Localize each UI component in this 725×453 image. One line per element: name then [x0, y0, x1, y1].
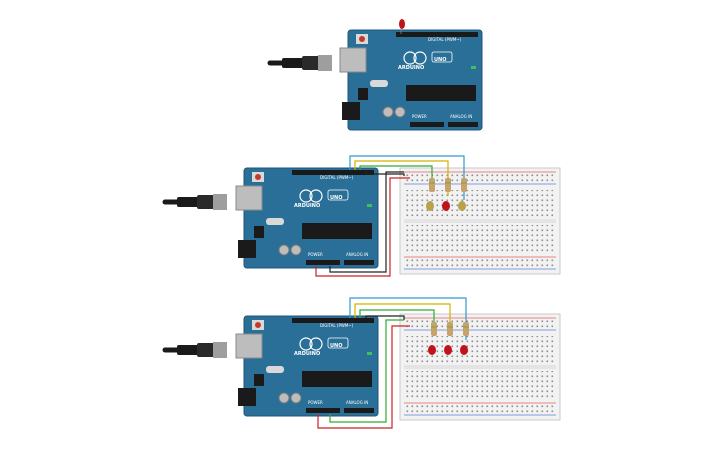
led-off[interactable]	[458, 201, 466, 211]
analog-label: ANALOG IN	[346, 252, 368, 257]
led-red[interactable]	[460, 345, 468, 355]
wire-black[interactable]	[365, 170, 405, 176]
analog-label: ANALOG IN	[450, 114, 472, 119]
digital-header-label: DIGITAL (PWM~)	[320, 323, 354, 328]
usb-cable[interactable]	[270, 55, 332, 71]
resistor[interactable]	[463, 322, 469, 336]
usb-cable[interactable]	[165, 342, 227, 358]
wire-blue[interactable]	[349, 297, 467, 340]
standalone-board: DIGITAL (PWM~) ARDUINO UNO POWER ANALOG …	[270, 19, 483, 131]
wire-green-gnd[interactable]	[329, 319, 404, 423]
led-red[interactable]	[399, 19, 405, 34]
uno-label: UNO	[434, 57, 447, 63]
resistor[interactable]	[431, 322, 437, 336]
resistor[interactable]	[461, 178, 467, 192]
wire-black-gnd[interactable]	[329, 171, 404, 273]
resistor[interactable]	[429, 178, 435, 192]
led-off[interactable]	[426, 201, 434, 211]
resistor[interactable]	[447, 322, 453, 336]
arduino-brand-label: ARDUINO	[294, 203, 320, 209]
circuit-leds-off: DIGITAL (PWM~) ARDUINO UNO POWER ANALOG …	[165, 155, 561, 277]
wire-red[interactable]	[317, 325, 410, 429]
usb-cable[interactable]	[165, 194, 227, 210]
power-label: POWER	[308, 400, 323, 405]
breadboard[interactable]	[399, 167, 561, 275]
uno-label: UNO	[330, 195, 343, 201]
led-red[interactable]	[444, 345, 452, 355]
digital-header-label: DIGITAL (PWM~)	[428, 37, 462, 42]
led-red[interactable]	[442, 201, 450, 211]
arduino-brand-label: ARDUINO	[294, 351, 320, 357]
uno-label: UNO	[330, 343, 343, 349]
arduino-brand-label: ARDUINO	[398, 65, 424, 71]
resistor[interactable]	[445, 178, 451, 192]
digital-header-label: DIGITAL (PWM~)	[320, 175, 354, 180]
wire-red[interactable]	[315, 177, 410, 277]
circuit-leds-on: DIGITAL (PWM~) ARDUINO UNO POWER ANALOG …	[165, 297, 561, 429]
led-red[interactable]	[428, 345, 436, 355]
analog-label: ANALOG IN	[346, 400, 368, 405]
wire-green[interactable]	[359, 309, 435, 332]
power-label: POWER	[412, 114, 427, 119]
breadboard[interactable]	[399, 313, 561, 421]
wire-black[interactable]	[365, 315, 405, 320]
power-label: POWER	[308, 252, 323, 257]
wire-yellow[interactable]	[354, 303, 451, 336]
